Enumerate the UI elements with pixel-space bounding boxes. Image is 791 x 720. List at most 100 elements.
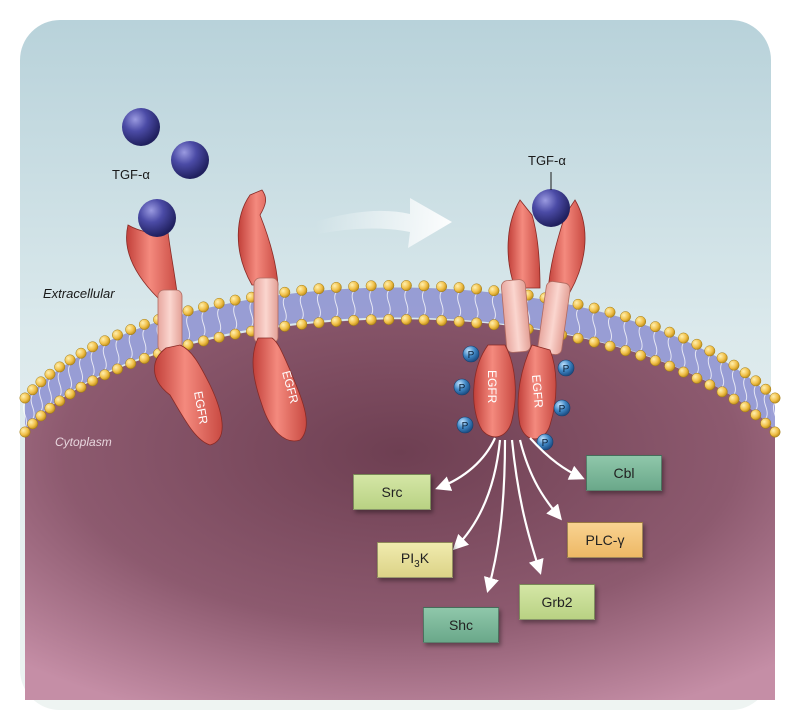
arrow-to-pi3k: [452, 439, 502, 551]
lipid-head: [229, 294, 241, 306]
lipid-head: [649, 321, 661, 333]
lipid-head: [739, 401, 751, 413]
phosphate: [456, 416, 474, 434]
phosphate-label: P: [468, 350, 475, 361]
lipid-tail: [47, 378, 52, 404]
lipid-head: [728, 359, 740, 371]
lipid-head: [125, 324, 137, 335]
lipid-head: [348, 281, 360, 292]
lipid-head: [691, 338, 703, 350]
lipid-head: [19, 426, 31, 438]
effector-cbl: Cbl: [586, 455, 662, 491]
phosphate-label: P: [462, 421, 469, 432]
lipid-head: [44, 402, 56, 414]
lipid-tail: [334, 292, 339, 317]
lipid-head: [750, 409, 762, 421]
lipid-head: [330, 281, 342, 293]
phosphate: [557, 359, 575, 377]
lipid-tail: [316, 293, 321, 319]
tgf-alpha-label-left: TGF-α: [112, 167, 150, 182]
lipid-head: [35, 376, 47, 388]
tgf-alpha-label-right: TGF-α: [528, 153, 566, 168]
lipid-tail: [68, 364, 73, 390]
lipid-tail: [623, 321, 628, 347]
lipid-head: [87, 375, 99, 387]
lipid-head: [198, 335, 209, 347]
effector-src: Src: [353, 474, 431, 510]
effector-grb2-label: Grb2: [541, 594, 573, 610]
lipid-head: [400, 314, 412, 325]
lipid-tail: [102, 345, 107, 371]
lipid-head: [739, 367, 751, 379]
egfr-label: EGFR: [191, 390, 211, 426]
lipid-tail: [90, 351, 95, 377]
phosphate: [553, 399, 571, 417]
lipid-tail: [30, 394, 35, 420]
lipid-tail: [592, 312, 597, 338]
lipid-tail: [439, 291, 444, 316]
tgf-alpha-ligand: [171, 141, 209, 179]
activation-arrow: [315, 198, 452, 248]
lipid-tail: [233, 304, 238, 330]
effector-pi3k: PI3K: [377, 542, 453, 578]
lipid-head: [213, 331, 225, 343]
lipid-head: [400, 280, 412, 291]
lipid-head: [728, 393, 740, 405]
lipid-tail: [386, 290, 391, 315]
lipid-head: [588, 336, 600, 348]
effector-cbl-label: Cbl: [613, 465, 635, 481]
lipid-head: [54, 361, 66, 373]
lipid-head: [330, 315, 342, 327]
lipid-head: [99, 369, 111, 381]
lipid-head: [635, 350, 647, 361]
lipid-head: [678, 332, 689, 344]
lipid-tail: [653, 331, 658, 356]
lipid-tail: [421, 290, 426, 316]
membrane-tail-band: [25, 287, 775, 430]
phosphate-label: P: [559, 404, 566, 415]
effector-pi3k-label: PI3K: [400, 550, 430, 570]
lipid-head: [229, 328, 241, 340]
lipid-head: [691, 372, 703, 384]
lipid-head: [635, 316, 647, 327]
arrow-to-grb2: [510, 439, 544, 575]
extracellular-label: Extracellular: [43, 286, 115, 301]
lipid-head: [678, 366, 689, 378]
lipid-tail: [128, 334, 133, 359]
effector-plc-gamma: PLC-γ: [567, 522, 643, 558]
arrow-to-src: [435, 437, 497, 491]
lipid-tail: [249, 301, 254, 327]
lipid-head: [27, 418, 39, 430]
egfr-label: EGFR: [529, 374, 546, 409]
phosphate: [453, 378, 471, 396]
lipid-tail: [576, 309, 581, 334]
lipid-tail: [773, 402, 777, 428]
lipid-head: [704, 379, 716, 391]
lipid-tail: [763, 393, 768, 419]
lipid-head: [348, 315, 360, 326]
cytoplasm-label: Cytoplasm: [55, 435, 112, 449]
lipid-head: [19, 392, 31, 404]
lipid-head: [296, 284, 308, 296]
lipid-head: [604, 340, 616, 352]
lipid-tail: [743, 377, 748, 403]
lipid-tail: [299, 295, 304, 320]
lipid-head: [112, 329, 123, 341]
lipid-head: [313, 283, 325, 295]
lipid-head: [64, 388, 76, 400]
phosphate: [462, 345, 480, 363]
lipid-tail: [186, 315, 191, 341]
lipid-head: [664, 360, 676, 372]
lipid-head: [471, 283, 483, 295]
lipid-head: [471, 317, 483, 329]
lipid-head: [760, 417, 772, 429]
lipid-tail: [57, 371, 62, 397]
lipid-tail: [720, 362, 725, 388]
lipid-head: [769, 392, 781, 404]
lipid-head: [279, 320, 291, 332]
signaling-arrows: [435, 437, 585, 593]
lipid-tail: [638, 326, 643, 351]
lipid-head: [620, 311, 631, 323]
lipid-tail: [731, 369, 736, 395]
